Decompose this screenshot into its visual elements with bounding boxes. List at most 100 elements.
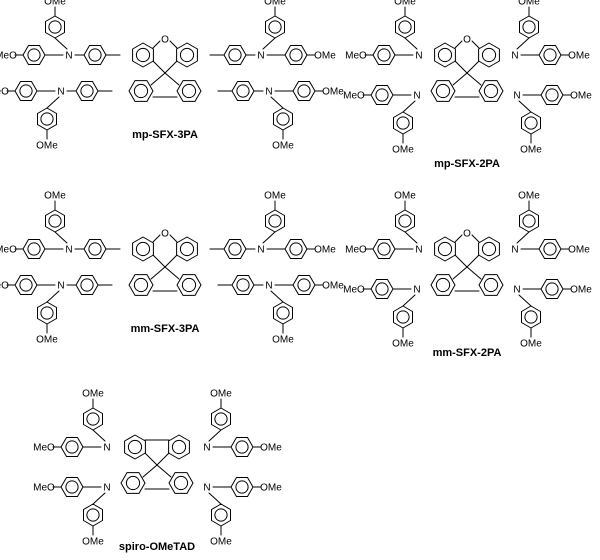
methoxy-group: OMe <box>394 0 416 8</box>
benzene-ring <box>176 274 202 296</box>
benzene-ring <box>478 80 504 102</box>
aromatic-circle <box>179 47 195 63</box>
label-mm-sfx-3pa: mm-SFX-3PA <box>131 323 200 335</box>
methoxy-group: OMe <box>568 245 590 256</box>
aromatic-circle <box>377 242 391 256</box>
aromatic-circle <box>88 48 102 62</box>
bond <box>518 100 532 113</box>
benzene-ring <box>37 107 57 131</box>
bond <box>142 464 158 478</box>
benzene-ring <box>273 107 293 131</box>
methoxy-group: MeO <box>0 87 9 98</box>
bond <box>466 72 482 86</box>
aromatic-circle <box>135 241 151 257</box>
aromatic-circle <box>543 48 557 62</box>
bond <box>516 231 530 244</box>
bond <box>152 40 161 49</box>
benzene-ring <box>521 111 541 135</box>
aromatic-circle <box>65 480 79 494</box>
benzene-ring <box>223 239 247 259</box>
aromatic-circle <box>88 242 102 256</box>
bond <box>152 234 161 243</box>
benzene-ring <box>22 45 46 65</box>
aromatic-circle <box>228 242 242 256</box>
benzene-ring <box>231 81 255 101</box>
aromatic-circle <box>276 112 290 126</box>
aromatic-circle <box>86 508 100 522</box>
amine-nitrogen: N <box>513 285 520 296</box>
amine-nitrogen: N <box>65 245 72 256</box>
aromatic-circle <box>65 440 79 454</box>
aromatic-circle <box>268 214 282 228</box>
bond <box>164 266 180 280</box>
amine-nitrogen: N <box>103 443 110 454</box>
benzene-ring <box>393 111 413 135</box>
aromatic-circle <box>481 241 497 257</box>
benzene-ring <box>478 42 500 68</box>
bond <box>164 254 178 268</box>
methoxy-group: OMe <box>44 191 66 202</box>
aromatic-circle <box>524 310 538 324</box>
methoxy-group: OMe <box>44 0 66 8</box>
benzene-ring <box>60 477 84 497</box>
methoxy-group: OMe <box>322 281 344 292</box>
bond <box>152 60 166 74</box>
benzene-ring <box>284 239 308 259</box>
benzene-ring <box>478 236 500 262</box>
aromatic-circle <box>297 278 311 292</box>
aromatic-circle <box>543 242 557 256</box>
bond <box>150 72 166 86</box>
methoxy-group: OMe <box>260 443 282 454</box>
aromatic-circle <box>19 278 33 292</box>
aromatic-circle <box>289 242 303 256</box>
aromatic-circle <box>235 440 249 454</box>
methoxy-group: OMe <box>570 285 592 296</box>
aromatic-circle <box>481 47 497 63</box>
methoxy-group: OMe <box>392 339 414 350</box>
aromatic-circle <box>435 277 451 293</box>
bond <box>454 40 463 49</box>
benzene-ring <box>22 239 46 259</box>
aromatic-circle <box>483 277 499 293</box>
bond <box>208 429 222 442</box>
methoxy-group: OMe <box>392 145 414 156</box>
methoxy-group: OMe <box>210 537 232 548</box>
aromatic-circle <box>396 116 410 130</box>
benzene-ring <box>521 305 541 329</box>
bond <box>152 254 166 268</box>
bond <box>454 60 468 74</box>
benzene-ring <box>14 275 38 295</box>
methoxy-group: OMe <box>36 335 58 346</box>
benzene-ring <box>540 279 564 299</box>
label-mp-sfx-3pa: mp-SFX-3PA <box>132 129 198 141</box>
methoxy-group: OMe <box>520 339 542 350</box>
amine-nitrogen: N <box>511 51 518 62</box>
bond <box>270 96 284 109</box>
bond <box>164 72 180 86</box>
benzene-ring <box>83 503 103 527</box>
benzene-ring <box>538 45 562 65</box>
benzene-ring <box>211 503 231 527</box>
aromatic-circle <box>181 83 197 99</box>
methoxy-group: MeO <box>345 51 367 62</box>
benzene-ring <box>83 45 107 65</box>
benzene-ring <box>370 279 394 299</box>
aromatic-circle <box>236 278 250 292</box>
bond <box>54 231 68 244</box>
aromatic-circle <box>522 20 536 34</box>
amine-nitrogen: N <box>257 51 264 62</box>
amine-nitrogen: N <box>265 281 272 292</box>
ring-oxygen: O <box>161 229 169 240</box>
aromatic-circle <box>375 88 389 102</box>
benzene-ring <box>540 85 564 105</box>
benzene-ring <box>393 305 413 329</box>
methoxy-group: OMe <box>272 141 294 152</box>
benzene-ring <box>292 81 316 101</box>
bond <box>208 492 222 505</box>
aromatic-circle <box>27 242 41 256</box>
benzene-ring <box>223 45 247 65</box>
methoxy-group: MeO <box>0 51 17 62</box>
benzene-ring <box>176 80 202 102</box>
bond <box>169 40 178 49</box>
aromatic-circle <box>125 475 141 491</box>
